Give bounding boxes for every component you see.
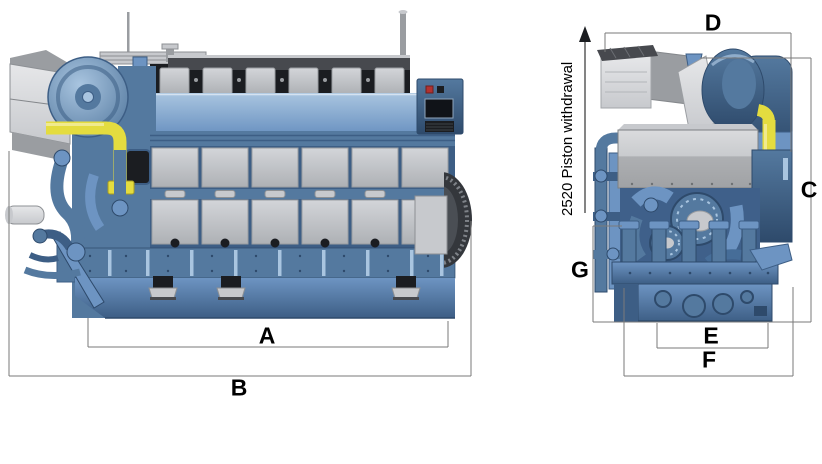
- vent-stick: [127, 12, 130, 52]
- exhaust-stack: [400, 12, 406, 58]
- charge-air-cooler: [617, 124, 759, 189]
- dim-line-g: [592, 225, 811, 323]
- front-end-piping: [5, 149, 129, 279]
- engine-mounts: [148, 276, 421, 300]
- dim-label-b: B: [230, 374, 248, 401]
- dim-label-f: F: [701, 346, 717, 373]
- dim-line-d: [604, 32, 792, 152]
- pto-shaft: [5, 205, 45, 225]
- rail-bolts: [88, 254, 430, 273]
- engine-front-view-illustration: [593, 45, 793, 323]
- manifold-beam: [611, 220, 779, 285]
- crankcase-doors-lower: [150, 199, 455, 248]
- engine-control-panel: [416, 78, 464, 135]
- up-arrow-icon: [579, 26, 591, 42]
- rocker-covers: [159, 67, 405, 95]
- dim-line-b: [8, 151, 472, 377]
- dim-label-a: A: [258, 322, 276, 349]
- dimension-lines: [8, 26, 812, 377]
- dim-line-f: [623, 287, 794, 377]
- top-rail: [168, 55, 410, 70]
- dim-line-e: [656, 323, 769, 349]
- dim-label-g: G: [571, 256, 589, 283]
- engine-side-view-illustration: [5, 10, 472, 319]
- piston-withdrawal-arrow: [579, 26, 591, 213]
- red-button: [425, 85, 434, 94]
- dim-line-a: [87, 318, 449, 348]
- crankcase-base: [614, 283, 773, 323]
- piston-withdrawal-note: 2520 Piston withdrawal: [559, 61, 576, 216]
- display-screen: [424, 98, 454, 119]
- vent-slat-band: [150, 131, 455, 146]
- flywheel-cover-panel: [414, 195, 448, 255]
- crankcase-doors-upper: [150, 146, 455, 189]
- inspection-window: [125, 149, 151, 185]
- camshaft-cover-band: [150, 93, 455, 133]
- latch-row: [150, 189, 455, 199]
- air-filter-unit: [597, 45, 689, 109]
- black-button: [437, 86, 444, 93]
- dim-line-c: [700, 57, 812, 322]
- mounting-bracket: [749, 243, 793, 271]
- dim-label-c: C: [800, 176, 818, 203]
- base-rail: [56, 243, 456, 283]
- dim-label-e: E: [703, 322, 719, 349]
- dim-label-d: D: [704, 9, 722, 36]
- left-piping: [593, 132, 643, 293]
